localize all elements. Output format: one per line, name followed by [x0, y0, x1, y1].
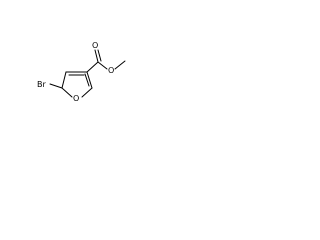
- bond-c-o-carbonyl: [94, 49, 99, 63]
- bond-c5-c4: [61, 71, 67, 89]
- structure-canvas: Br O O O: [0, 0, 152, 152]
- bond-c2-c3-double: [84, 73, 90, 87]
- bond-c3-ccarbonyl: [86, 61, 99, 73]
- atom-label-ester-oxygen: O: [108, 66, 114, 75]
- atom-label-carbonyl-oxygen: O: [92, 41, 98, 50]
- bond-o-c5: [61, 87, 73, 98]
- bond-o-methyl: [114, 60, 126, 70]
- bond-c-o-carbonyl-double: [97, 49, 102, 62]
- furan-ring: [61, 71, 93, 98]
- atom-label-bromine: Br: [37, 80, 46, 89]
- atom-label-ring-oxygen: O: [73, 94, 79, 103]
- bond-c-o-ester: [97, 61, 108, 70]
- molecule-structure: Br O O O: [37, 41, 126, 103]
- bond-c2-o: [81, 87, 93, 98]
- bond-c5-br: [49, 83, 63, 89]
- substituents: [49, 49, 126, 89]
- bond-c3-c2: [86, 71, 93, 89]
